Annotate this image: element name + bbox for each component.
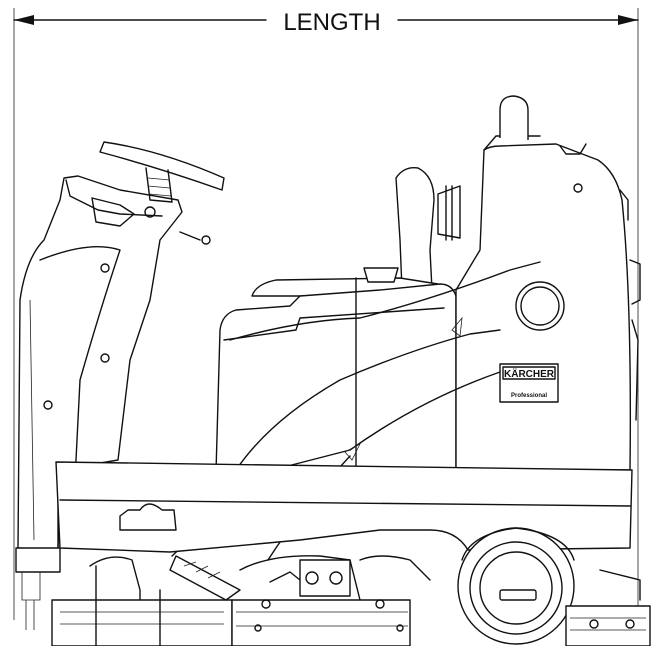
arrow-right-icon <box>618 15 638 25</box>
chassis-struts <box>171 261 541 561</box>
seat <box>251 167 439 297</box>
arrow-left-icon <box>14 15 34 25</box>
rear-squeegee <box>565 569 651 646</box>
scrub-deck <box>169 555 431 646</box>
length-dimension: LENGTH <box>13 8 639 620</box>
length-label: LENGTH <box>283 9 380 36</box>
steering-wheel <box>99 141 225 203</box>
rear-wheel <box>457 527 575 645</box>
brand-name: KÄRCHER <box>504 367 555 380</box>
front-drive-area <box>15 547 233 646</box>
brand-plate: KÄRCHER Professional <box>499 363 559 403</box>
base-skirt <box>55 461 633 553</box>
brand-subtitle: Professional <box>511 393 547 399</box>
